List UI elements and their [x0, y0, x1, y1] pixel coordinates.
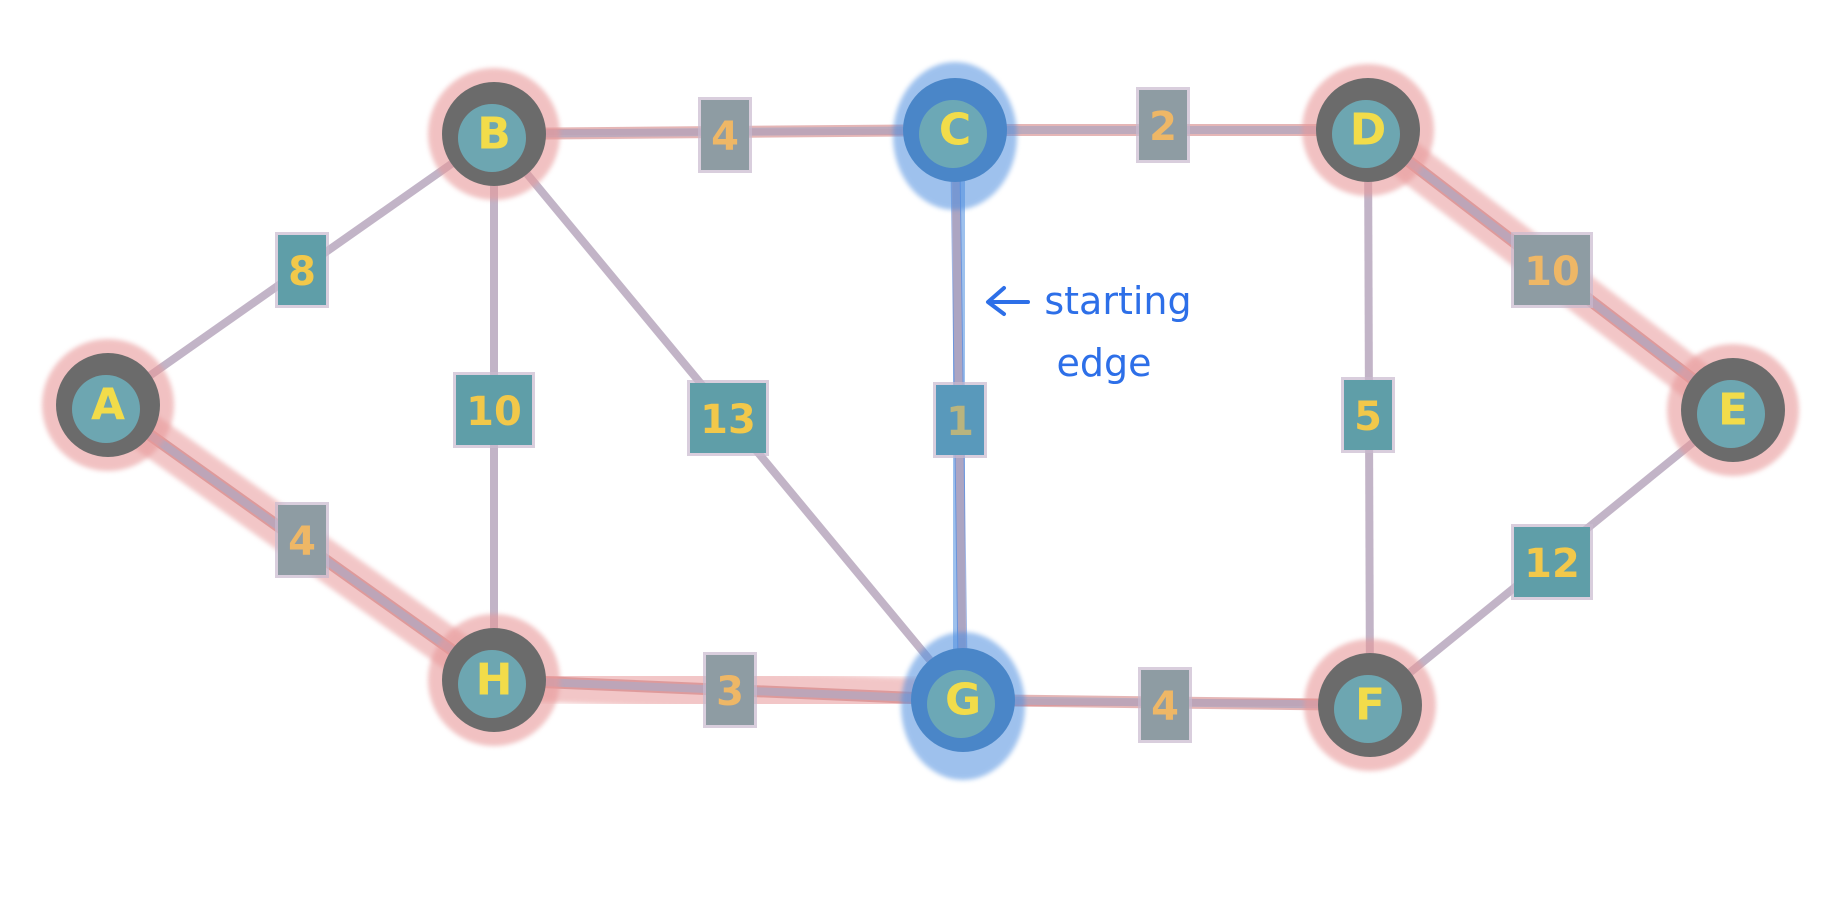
edge-weight-a-b: 8: [288, 249, 316, 295]
edge-weight-h-g: 3: [716, 669, 744, 715]
edge-weight-a-h: 4: [288, 519, 316, 565]
weight-box-a-h: [278, 505, 326, 575]
annotation-text-line1: starting: [1044, 279, 1191, 323]
edge-weight-d-e: 10: [1524, 249, 1580, 295]
weight-box-c-g: [936, 385, 984, 455]
edge-weight-c-d: 2: [1149, 104, 1177, 150]
node-label-a: A: [91, 380, 125, 431]
weight-box-b-c: [701, 100, 749, 170]
node-center-e: [1697, 380, 1765, 448]
edge-weight-e-f: 12: [1524, 541, 1580, 587]
node-center-f: [1334, 675, 1402, 743]
node-center-a: [72, 375, 140, 443]
weight-box-e-f: [1514, 527, 1590, 597]
node-center-g: [927, 670, 995, 738]
weight-highlight-d-e: [1514, 235, 1590, 305]
node-layer: A B C D E F G H: [56, 78, 1785, 757]
weight-box-g-f: [1141, 670, 1189, 740]
edge-weight-c-g: 1: [946, 399, 974, 445]
weight-box-a-b: [278, 235, 326, 305]
edge-weight-g-f: 4: [1151, 684, 1179, 730]
node-label-c: C: [939, 105, 971, 156]
edge-weight-b-c: 4: [711, 114, 739, 160]
weight-highlight-g-f: [1141, 670, 1189, 740]
weight-box-d-f: [1344, 380, 1392, 450]
weight-highlight-c-d: [1139, 90, 1187, 160]
node-label-b: B: [477, 109, 511, 160]
weight-highlight-c-g: [936, 385, 984, 455]
weight-layer: 8 4 4 10 13 2 1 10 5 12 3 4: [275, 87, 1593, 743]
node-center-c: [919, 100, 987, 168]
node-label-g: G: [945, 675, 981, 726]
weight-highlight-b-c: [701, 100, 749, 170]
weight-highlight-h-g: [706, 655, 754, 725]
weight-highlight-a-h: [278, 505, 326, 575]
weight-box-c-d: [1139, 90, 1187, 160]
annotation-text-line2: edge: [1057, 341, 1152, 385]
node-center-h: [458, 650, 526, 718]
node-label-f: F: [1355, 680, 1385, 731]
node-center-b: [458, 104, 526, 172]
edge-weight-b-h: 10: [466, 389, 522, 435]
node-label-e: E: [1718, 385, 1748, 436]
node-label-d: D: [1350, 105, 1387, 156]
weight-box-b-h: [456, 375, 532, 445]
weight-box-b-g: [690, 383, 766, 453]
highlight-edge-layer: [88, 110, 1753, 725]
node-label-h: H: [476, 655, 513, 706]
weight-box-h-g: [706, 655, 754, 725]
annotation-group: starting edge: [986, 279, 1192, 385]
edge-weight-b-g: 13: [700, 397, 756, 443]
weight-box-d-e: [1514, 235, 1590, 305]
edge-weight-d-f: 5: [1354, 394, 1382, 440]
annotation-arrow-icon: [986, 286, 1030, 316]
node-center-d: [1332, 100, 1400, 168]
